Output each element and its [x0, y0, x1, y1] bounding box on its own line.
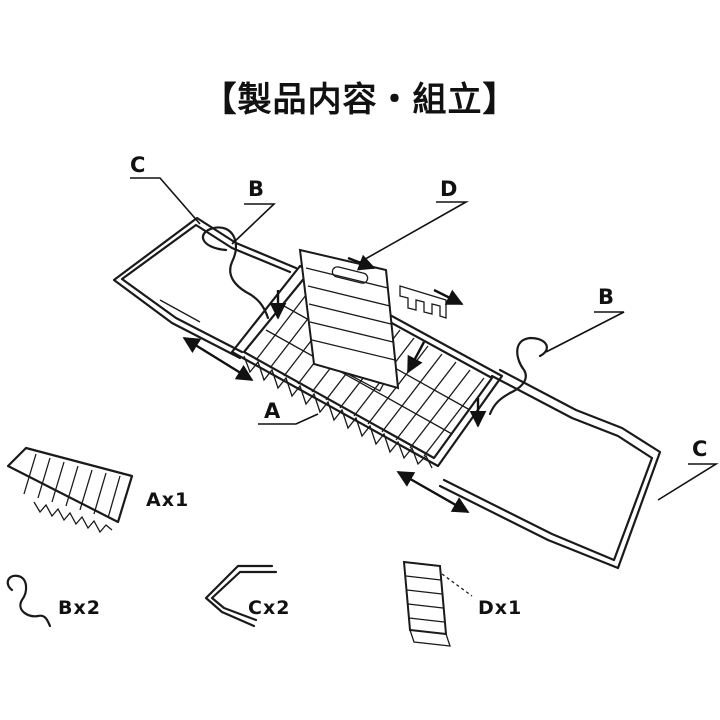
hook-icon [6, 574, 52, 628]
slide-arrow-left [182, 336, 254, 382]
part-label-a: Ax1 [146, 489, 189, 511]
book-stand-d [298, 248, 447, 390]
book-stand-icon [402, 560, 473, 647]
callout-c-right: C [692, 437, 707, 461]
insert-arrows [269, 254, 487, 428]
right-extension-arm-c [438, 368, 662, 570]
part-label-c: Cx2 [248, 597, 290, 619]
extension-arm-icon [204, 564, 278, 628]
page-title: 【製品内容・組立】 [202, 80, 518, 120]
part-label-b: Bx2 [58, 597, 101, 619]
slide-arrow-right [396, 470, 470, 514]
part-label-d: Dx1 [478, 597, 522, 619]
callout-leaders [130, 177, 719, 501]
callout-b-right: B [598, 285, 614, 309]
right-hook-b [488, 336, 548, 416]
left-extension-arm-c [112, 216, 298, 360]
callout-b-left: B [248, 177, 264, 201]
callout-a: A [264, 399, 281, 423]
left-hook-b [201, 226, 270, 320]
callout-d: D [440, 177, 457, 201]
tray-icon [6, 446, 134, 534]
callout-c-left: C [130, 153, 145, 177]
